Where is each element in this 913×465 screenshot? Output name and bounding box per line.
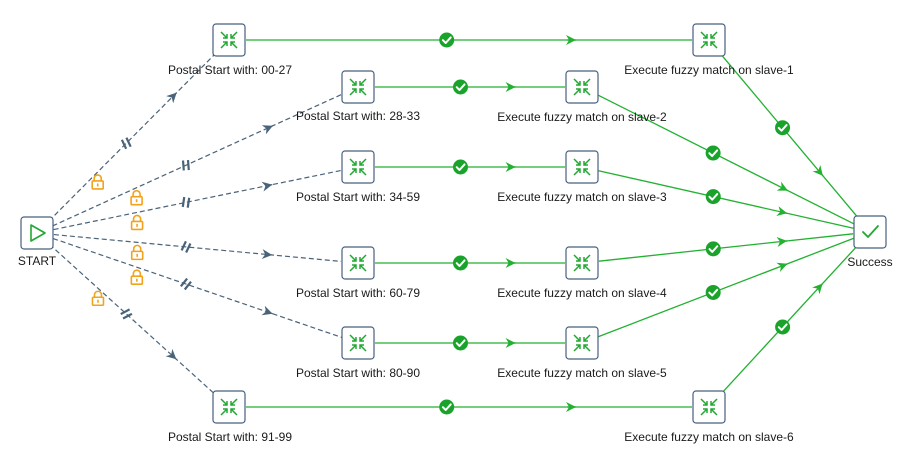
hop-start-to-postal-2[interactable] <box>52 93 343 227</box>
start-node[interactable] <box>20 216 54 250</box>
hop-ok-icon <box>775 319 791 335</box>
lock-icon <box>130 214 144 231</box>
hop-start-to-postal-3[interactable] <box>53 169 342 231</box>
parallel-bars-icon <box>120 308 133 320</box>
checkmark-icon <box>862 225 879 238</box>
hop-match-to-success-2[interactable] <box>596 94 856 225</box>
merge-arrows-icon <box>349 334 367 352</box>
postal-label-6: Postal Start with: 91-99 <box>168 430 292 444</box>
hop-match-to-success-5[interactable] <box>597 237 855 338</box>
merge-arrows-icon <box>349 254 367 272</box>
hop-ok-icon <box>439 32 455 48</box>
postal-node-4[interactable] <box>341 246 375 280</box>
match-label-3: Execute fuzzy match on slave-3 <box>497 190 667 204</box>
lock-icon <box>130 269 144 286</box>
match-label-5: Execute fuzzy match on slave-5 <box>497 366 667 380</box>
hop-match-to-success-6[interactable] <box>720 244 859 395</box>
merge-arrows-icon <box>700 398 718 416</box>
hop-ok-icon <box>453 335 468 351</box>
match-label-4: Execute fuzzy match on slave-4 <box>497 286 667 300</box>
lock-icon <box>91 174 105 190</box>
hop-ok-icon <box>453 159 468 175</box>
play-icon <box>30 224 46 242</box>
hop-ok-icon <box>705 284 721 300</box>
hop-ok-icon <box>439 399 455 415</box>
postal-node-5[interactable] <box>341 326 375 360</box>
success-label: Success <box>847 255 892 269</box>
match-node-5[interactable] <box>565 326 599 360</box>
match-node-6[interactable] <box>692 390 726 424</box>
parallel-bars-icon <box>180 277 192 291</box>
hop-badges-layer <box>91 32 791 415</box>
hop-match-to-success-1[interactable] <box>719 52 860 220</box>
postal-node-3[interactable] <box>341 150 375 184</box>
lock-icon <box>91 290 105 307</box>
hops-layer <box>48 35 860 412</box>
match-node-2[interactable] <box>565 70 599 104</box>
postal-node-2[interactable] <box>341 70 375 104</box>
hop-ok-icon <box>705 145 721 161</box>
lock-icon <box>130 244 144 261</box>
parallel-bars-icon <box>120 137 132 150</box>
postal-label-4: Postal Start with: 60-79 <box>296 286 420 300</box>
hop-ok-icon <box>453 255 468 271</box>
merge-arrows-icon <box>349 158 367 176</box>
hop-match-to-success-3[interactable] <box>598 170 854 229</box>
merge-arrows-icon <box>573 334 591 352</box>
match-node-1[interactable] <box>692 23 726 57</box>
hop-start-to-postal-5[interactable] <box>52 237 343 339</box>
match-node-4[interactable] <box>565 246 599 280</box>
postal-label-1: Postal Start with: 00-27 <box>168 63 292 77</box>
hop-ok-icon <box>775 120 791 136</box>
nodes-layer <box>20 23 887 424</box>
match-label-6: Execute fuzzy match on slave-6 <box>624 430 794 444</box>
start-label: START <box>18 254 57 268</box>
hop-start-to-postal-1[interactable] <box>48 51 218 222</box>
hop-start-to-postal-4[interactable] <box>53 233 342 263</box>
merge-arrows-icon <box>349 78 367 96</box>
hop-ok-icon <box>705 241 721 257</box>
success-node[interactable] <box>853 215 887 249</box>
merge-arrows-icon <box>573 78 591 96</box>
match-label-1: Execute fuzzy match on slave-1 <box>624 63 794 77</box>
merge-arrows-icon <box>573 254 591 272</box>
hop-ok-icon <box>453 79 468 95</box>
parallel-bars-icon <box>180 240 192 253</box>
merge-arrows-icon <box>220 398 238 416</box>
match-node-3[interactable] <box>565 150 599 184</box>
parallel-bars-icon <box>181 160 190 171</box>
parallel-bars-icon <box>181 196 191 208</box>
match-label-2: Execute fuzzy match on slave-2 <box>497 110 667 124</box>
postal-node-6[interactable] <box>212 390 246 424</box>
postal-label-5: Postal Start with: 80-90 <box>296 366 420 380</box>
hop-ok-icon <box>705 189 721 205</box>
postal-label-2: Postal Start with: 28-33 <box>296 109 420 123</box>
postal-node-1[interactable] <box>212 23 246 57</box>
hop-match-to-success-4[interactable] <box>598 233 854 262</box>
lock-icon <box>130 189 143 206</box>
merge-arrows-icon <box>700 31 718 49</box>
merge-arrows-icon <box>573 158 591 176</box>
merge-arrows-icon <box>220 31 238 49</box>
postal-label-3: Postal Start with: 34-59 <box>296 190 420 204</box>
hop-start-to-postal-6[interactable] <box>49 243 217 397</box>
